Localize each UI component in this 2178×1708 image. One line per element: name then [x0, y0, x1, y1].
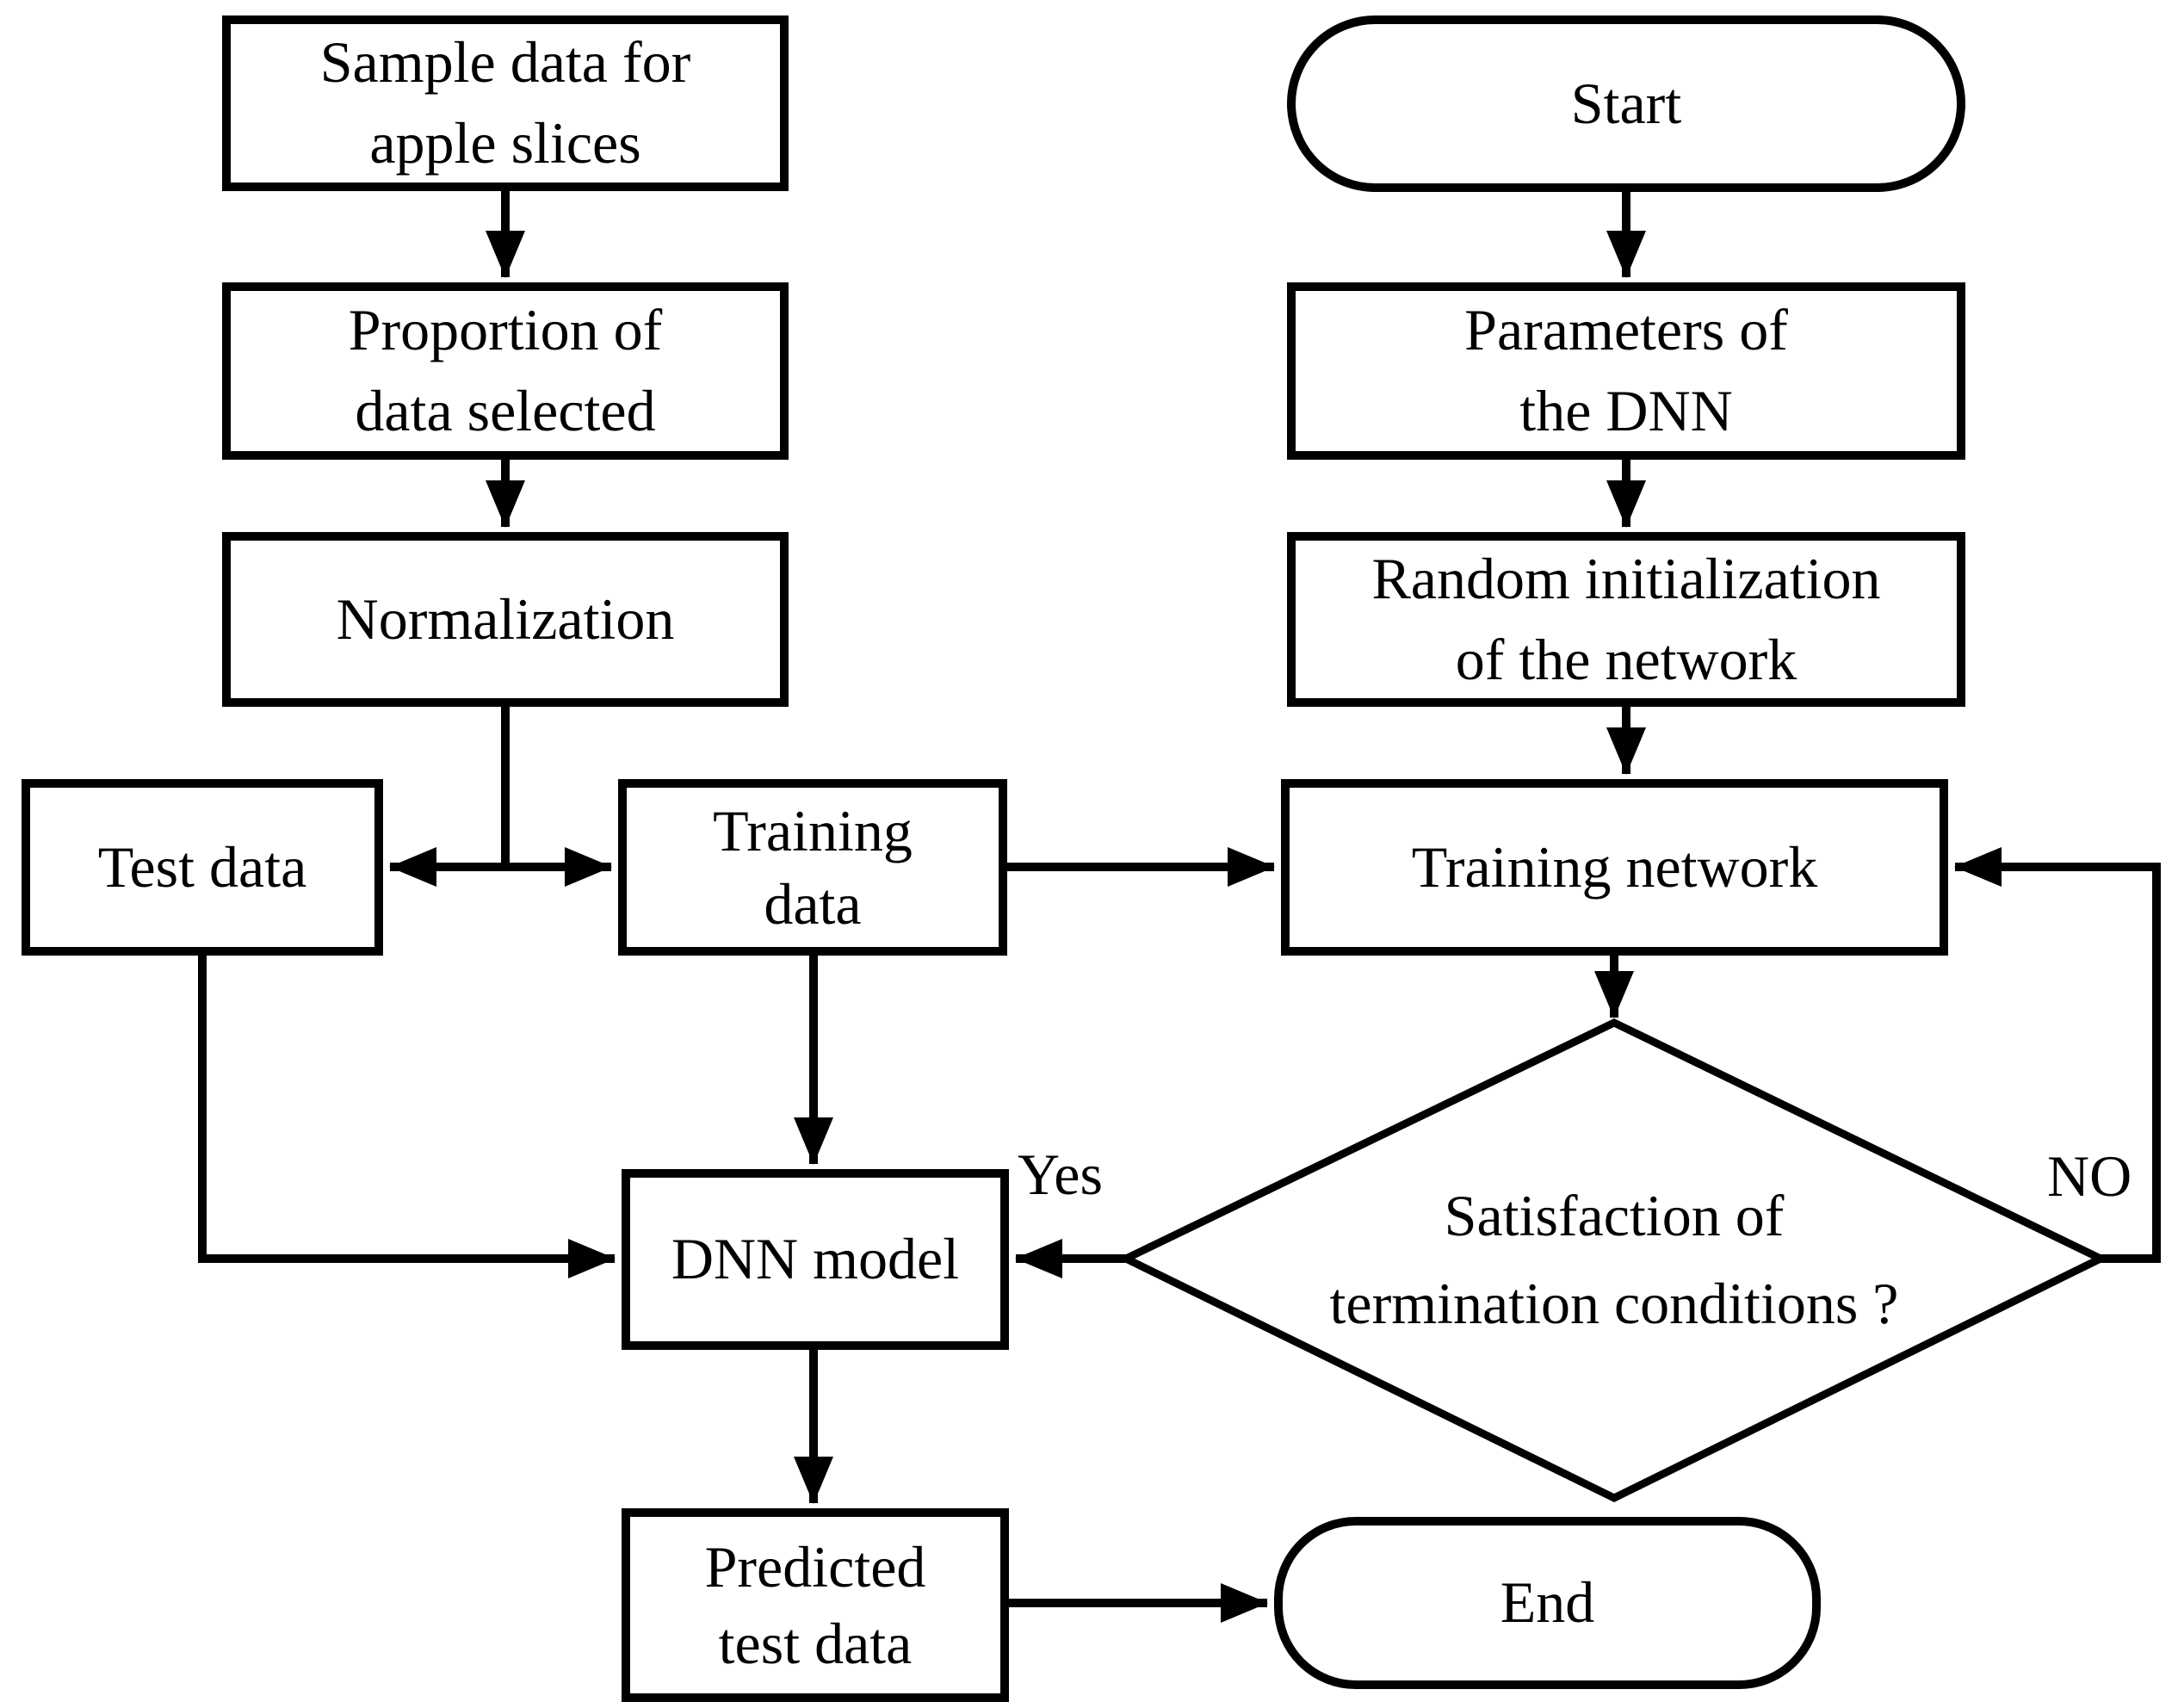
node-training-data: Training data — [618, 779, 1007, 956]
node-random-init-line1: Random initialization — [1371, 545, 1881, 611]
node-random-init-line2: of the network — [1455, 626, 1797, 692]
node-dnn-model: DNN model — [622, 1169, 1009, 1350]
node-predicted-line2: test data — [718, 1610, 913, 1676]
node-training-network: Training network — [1281, 779, 1948, 956]
node-normalization-line1: Normalization — [336, 585, 675, 652]
node-training-data-line1: Training — [713, 797, 913, 863]
decision-diamond-shape — [1117, 1018, 2110, 1503]
node-sample-data-line2: apple slices — [369, 110, 641, 176]
node-sample-data: Sample data for apple slices — [222, 15, 789, 191]
node-training-data-line2: data — [764, 870, 862, 937]
node-dnn-model-line1: DNN model — [671, 1226, 960, 1292]
node-decision-line1: Satisfaction of — [1444, 1182, 1785, 1248]
edge-label-no-text: NO — [2047, 1143, 2132, 1209]
edge-label-yes: Yes — [1018, 1145, 1103, 1204]
node-random-init: Random initialization of the network — [1287, 532, 1965, 707]
node-end: End — [1274, 1517, 1821, 1689]
node-training-network-line1: Training network — [1411, 833, 1818, 900]
node-sample-data-line1: Sample data for — [319, 29, 691, 96]
node-predicted: Predicted test data — [622, 1508, 1009, 1702]
node-parameters-line2: the DNN — [1519, 378, 1733, 443]
node-decision-line2: termination conditions ? — [1329, 1270, 1899, 1336]
node-proportion: Proportion of data selected — [222, 282, 789, 460]
node-test-data: Test data — [22, 779, 383, 956]
node-parameters: Parameters of the DNN — [1287, 282, 1965, 460]
node-proportion-line1: Proportion of — [348, 297, 663, 363]
node-start: Start — [1287, 15, 1965, 192]
arrow-test-data-to-dnn-model — [198, 956, 616, 1278]
node-normalization: Normalization — [222, 532, 789, 707]
node-start-line1: Start — [1570, 70, 1682, 136]
node-proportion-line2: data selected — [355, 378, 656, 443]
edge-label-yes-text: Yes — [1018, 1142, 1103, 1207]
node-decision-label: Satisfaction of termination conditions ? — [1201, 1141, 2027, 1377]
node-parameters-line1: Parameters of — [1464, 297, 1788, 363]
edge-label-no: NO — [2047, 1147, 2132, 1205]
node-end-line1: End — [1500, 1569, 1595, 1636]
node-predicted-line1: Predicted — [704, 1534, 926, 1600]
arrow-decision-no-loop — [1954, 847, 2161, 1263]
node-test-data-line1: Test data — [97, 833, 307, 900]
